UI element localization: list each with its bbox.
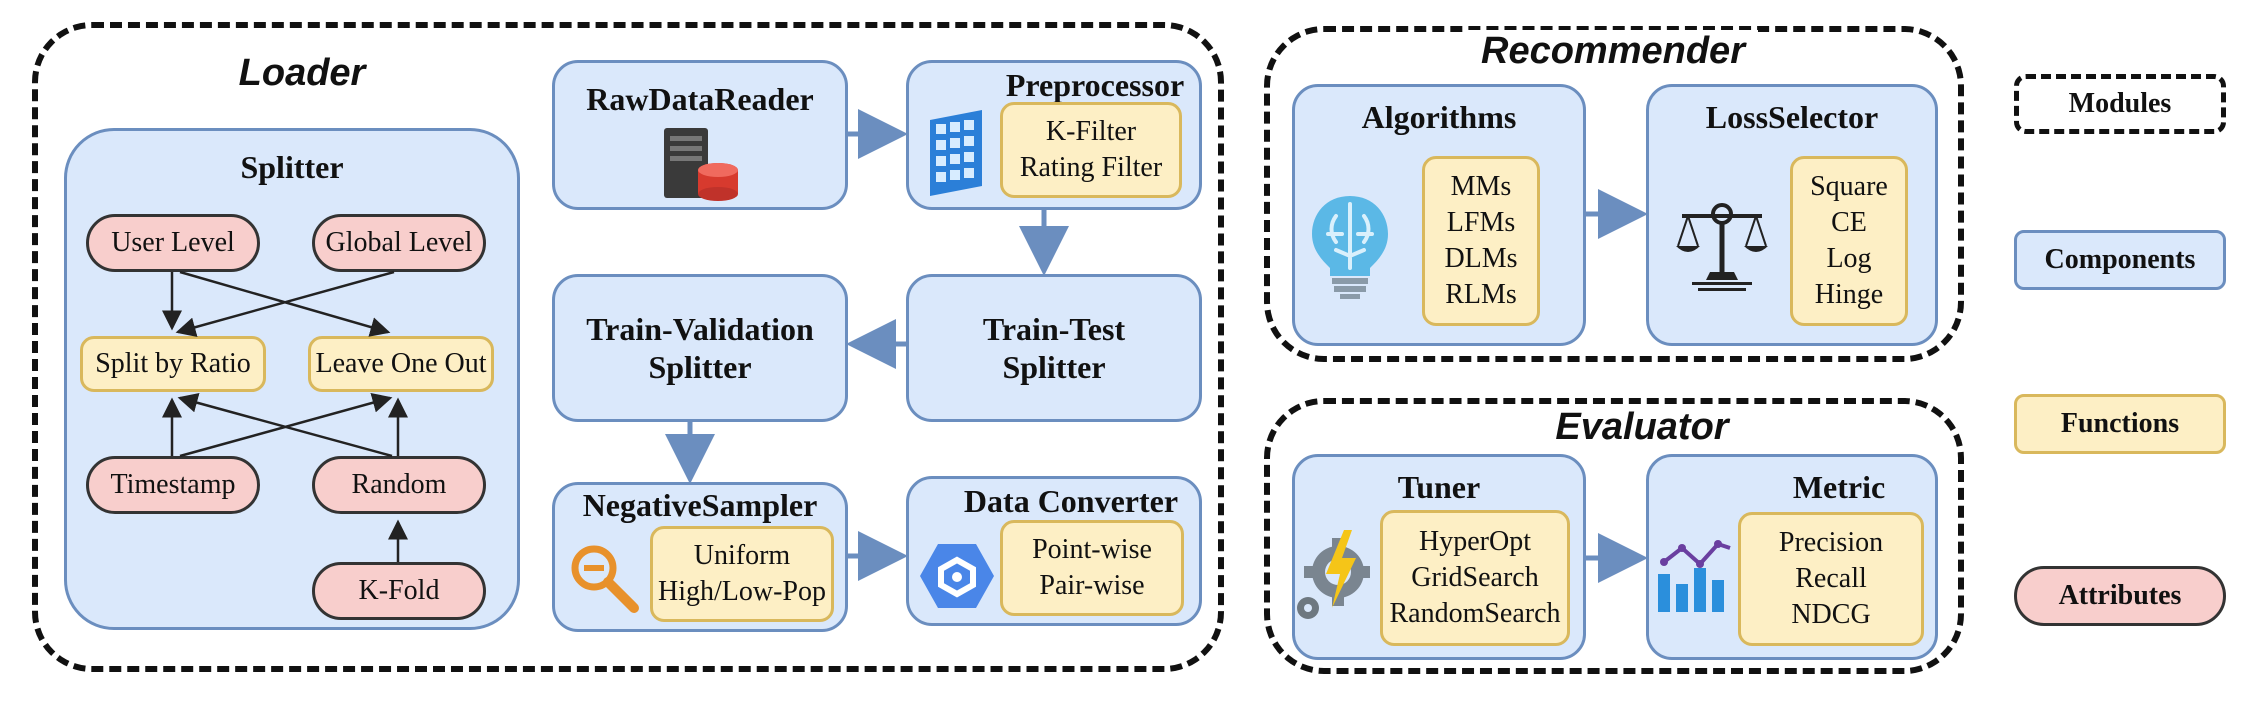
- function-item: K-Filter: [1045, 116, 1137, 148]
- function-item: Hinge: [1814, 278, 1884, 310]
- function-item: Recall: [1795, 563, 1867, 595]
- function-item: Rating Filter: [1019, 152, 1163, 183]
- arrow-global-level-to-split-by-ratio: [175, 270, 395, 337]
- brain-lightbulb-icon: [1306, 190, 1394, 300]
- preprocessor-functions: K-Filter Rating Filter: [1000, 102, 1182, 198]
- function-item: Log: [1826, 243, 1872, 274]
- loader-title: Loader: [222, 52, 382, 98]
- raw-data-reader-title: RawDataReader: [586, 81, 814, 117]
- legend-attributes: Attributes: [2014, 566, 2226, 626]
- loader-module: [32, 22, 1224, 672]
- function-item: NDCG: [1791, 598, 1871, 630]
- loss-selector-title: LossSelector: [1705, 99, 1879, 135]
- legend-components: Components: [2014, 230, 2226, 290]
- train-validation-title-line2: Splitter: [648, 349, 752, 385]
- bar-chart-icon: [1654, 540, 1734, 614]
- data-converter-functions: Point-wise Pair-wise: [1000, 520, 1184, 616]
- tuner-functions: HyperOpt GridSearch RandomSearch: [1380, 510, 1570, 646]
- function-item: Square: [1810, 171, 1888, 203]
- function-item: Uniform: [693, 540, 791, 572]
- function-item: HyperOpt: [1419, 526, 1531, 558]
- function-item: Pair-wise: [1039, 570, 1145, 601]
- timestamp-attribute: Timestamp: [86, 456, 260, 514]
- random-attribute: Random: [312, 456, 486, 514]
- evaluator-module: [1264, 398, 1964, 674]
- splitter-title: Splitter: [240, 149, 344, 185]
- train-test-title-line2: Splitter: [1002, 349, 1106, 385]
- magnifier-icon: [566, 540, 644, 618]
- k-fold-attribute: K-Fold: [312, 562, 486, 620]
- arrow-random-to-split-by-ratio: [177, 392, 393, 458]
- train-test-splitter-component: Train-Test Splitter: [906, 274, 1202, 422]
- algorithms-functions: MMs LFMs DLMs RLMs: [1422, 156, 1540, 326]
- negative-sampler-functions: Uniform High/Low-Pop: [650, 526, 834, 622]
- global-level-attribute: Global Level: [312, 214, 486, 272]
- algorithms-title: Algorithms: [1361, 99, 1517, 135]
- hexagon-cloud-icon: [918, 542, 996, 610]
- loss-selector-functions: Square CE Log Hinge: [1790, 156, 1908, 326]
- function-item: LFMs: [1446, 207, 1516, 239]
- function-item: RLMs: [1445, 278, 1517, 310]
- negative-sampler-title: NegativeSampler: [582, 487, 818, 523]
- train-validation-title-line1: Train-Validation: [586, 310, 814, 347]
- server-database-icon: [660, 126, 740, 202]
- user-level-attribute: User Level: [86, 214, 260, 272]
- recommender-module: [1264, 26, 1964, 362]
- function-item: DLMs: [1444, 243, 1518, 274]
- function-item: MMs: [1450, 171, 1512, 203]
- split-by-ratio-function: Split by Ratio: [80, 336, 266, 392]
- legend-modules: Modules: [2014, 74, 2226, 134]
- gear-lightning-icon: [1292, 528, 1372, 624]
- leave-one-out-function: Leave One Out: [308, 336, 494, 392]
- legend-functions: Functions: [2014, 394, 2226, 454]
- function-item: Precision: [1778, 527, 1884, 559]
- tuner-title: Tuner: [1397, 469, 1481, 505]
- metric-functions: Precision Recall NDCG: [1738, 512, 1924, 646]
- preprocessor-title: Preprocessor: [1005, 67, 1185, 103]
- function-item: High/Low-Pop: [658, 576, 826, 607]
- recommender-title: Recommender: [1468, 30, 1758, 76]
- grid-table-icon: [922, 108, 990, 200]
- data-converter-title: Data Converter: [963, 483, 1179, 519]
- evaluator-title: Evaluator: [1544, 406, 1740, 452]
- balance-scale-icon: [1672, 190, 1772, 294]
- function-item: RandomSearch: [1389, 597, 1561, 629]
- function-item: GridSearch: [1411, 562, 1539, 594]
- train-test-title-line1: Train-Test: [982, 310, 1126, 347]
- train-validation-splitter-component: Train-Validation Splitter: [552, 274, 848, 422]
- metric-title: Metric: [1792, 469, 1886, 505]
- function-item: CE: [1831, 207, 1867, 239]
- function-item: Point-wise: [1032, 534, 1152, 566]
